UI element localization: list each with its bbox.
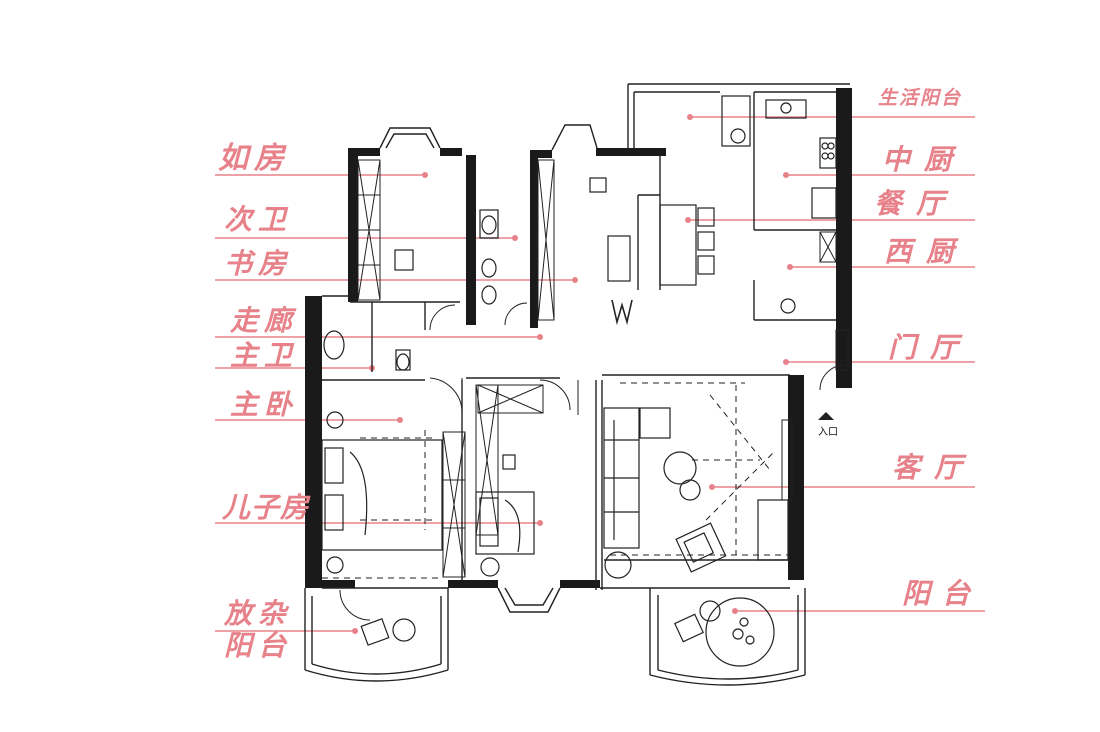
label-service-balcony: 生活阳台 bbox=[878, 87, 963, 109]
label-storage-balcony-line2: 阳台 bbox=[224, 629, 293, 662]
label-corridor: 走廊 bbox=[230, 304, 299, 337]
label-balcony: 阳台 bbox=[902, 577, 983, 610]
label-dining: 餐厅 bbox=[874, 187, 959, 220]
walls bbox=[305, 88, 852, 588]
label-study: 书房 bbox=[224, 247, 293, 280]
ceiling-lines bbox=[322, 382, 790, 579]
entrance-arrow-icon bbox=[818, 412, 834, 420]
leader-dots bbox=[352, 114, 793, 634]
label-master-bath: 主卫 bbox=[230, 339, 299, 372]
label-son-room: 儿子房 bbox=[222, 491, 310, 524]
label-second-bath: 次卫 bbox=[224, 203, 293, 236]
thin-walls bbox=[304, 83, 850, 686]
label-nanny-room: 如房 bbox=[218, 141, 290, 176]
cabinets bbox=[357, 159, 849, 578]
label-storage-balcony-line1: 放杂 bbox=[224, 597, 293, 630]
label-chinese-kitchen: 中厨 bbox=[882, 143, 967, 176]
entrance-label: 入口 bbox=[818, 427, 838, 438]
label-master-bedroom: 主卧 bbox=[230, 388, 299, 421]
door-swings bbox=[339, 302, 846, 621]
furniture bbox=[321, 95, 837, 667]
label-western-kitchen: 西厨 bbox=[884, 235, 969, 268]
label-living: 客厅 bbox=[892, 451, 977, 484]
window-mark bbox=[611, 299, 633, 326]
label-foyer: 门厅 bbox=[888, 331, 973, 364]
leader-lines bbox=[215, 116, 985, 632]
